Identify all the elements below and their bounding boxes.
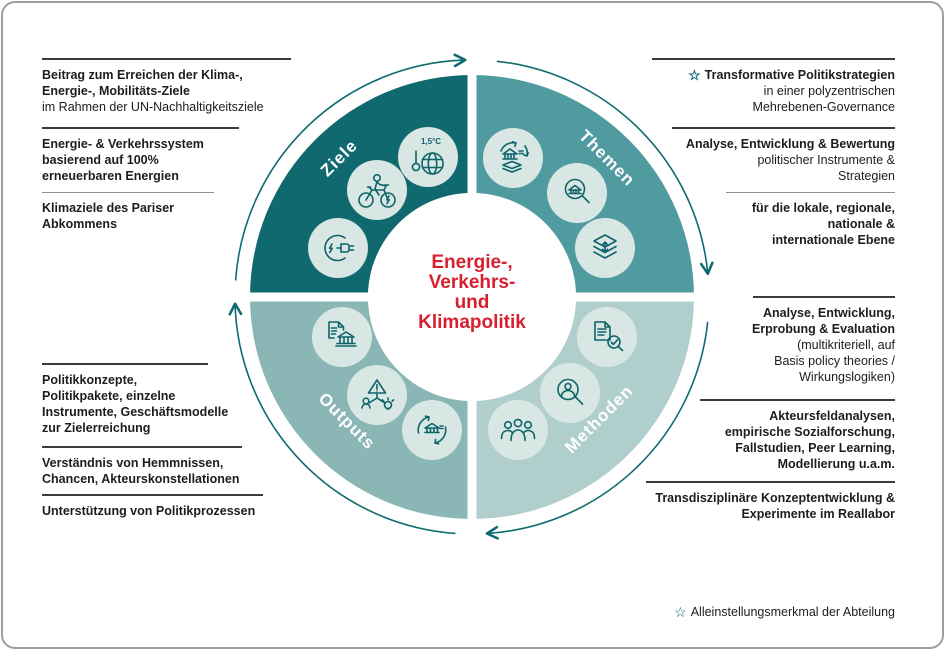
- text-line: Analyse, Entwicklung,: [763, 306, 895, 320]
- separator-line: [42, 363, 208, 365]
- left-block-understanding: Verständnis von Hemmnissen, Chancen, Akt…: [42, 446, 312, 487]
- center-title-line: Verkehrs-: [429, 272, 516, 293]
- text-line: Akteursfeldanalysen,: [769, 409, 895, 423]
- left-block-policy-support: Unterstützung von Politikprozessen: [42, 494, 312, 519]
- cycle-arrow-top-right: [496, 60, 714, 276]
- text-line: Basis policy theories /: [774, 354, 895, 368]
- e-mobility-plug-icon: [308, 218, 368, 278]
- city-transformation-icon: [483, 128, 543, 188]
- separator-line: [42, 446, 242, 448]
- text-line: Beitrag zum Erreichen der Klima-,: [42, 68, 243, 82]
- center-circle: [368, 193, 576, 401]
- building-cycle-icon: [402, 400, 462, 460]
- ring-diagram: Ziele Themen Outputs Methoden 1,5°C: [228, 53, 714, 540]
- text-line: Fallstudien, Peer Learning,: [735, 441, 895, 455]
- text-line: Transdisziplinäre Konzeptentwicklung &: [655, 491, 895, 505]
- text-line: Experimente im Reallabor: [741, 507, 895, 521]
- left-block-policy-concepts: Politikkonzepte, Politikpakete, einzelne…: [42, 363, 312, 436]
- e-bike-icon: [347, 160, 407, 220]
- actor-magnifier-icon: [540, 363, 600, 423]
- center-title-line: Energie-,: [431, 252, 512, 273]
- text-line: Strategien: [838, 169, 895, 183]
- risk-idea-actors-icon: [347, 365, 407, 425]
- separator-line: [753, 296, 895, 298]
- right-block-transformative-strategies: ☆Transformative Politikstrategien in ein…: [615, 58, 895, 115]
- text-line: Analyse, Entwicklung & Bewertung: [685, 137, 895, 151]
- separator-line: [42, 192, 214, 193]
- text-line: basierend auf 100%: [42, 153, 159, 167]
- evaluation-checklist-icon: [577, 307, 637, 367]
- text-line: Instrumente, Geschäftsmodelle: [42, 405, 229, 419]
- separator-line: [700, 399, 895, 401]
- text-line: empirische Sozialforschung,: [724, 425, 895, 439]
- text-line: Abkommens: [42, 217, 118, 231]
- left-block-paris-agreement: Klimaziele des Pariser Abkommens: [42, 192, 312, 232]
- right-block-evaluation: Analyse, Entwicklung, Erprobung & Evalua…: [615, 296, 895, 385]
- right-block-reallabor: Transdisziplinäre Konzeptentwicklung & E…: [615, 481, 895, 522]
- text-line: internationale Ebene: [772, 233, 895, 247]
- text-span: Transformative Politikstrategien: [704, 68, 895, 82]
- text-line: Unterstützung von Politikprozessen: [42, 504, 256, 518]
- cycle-arrow-bottom-left: [228, 302, 456, 535]
- center-title-line: Klimapolitik: [418, 312, 526, 333]
- separator-line: [646, 481, 895, 483]
- text-line: Energie-, Mobilitäts-Ziele: [42, 84, 190, 98]
- separator-line: [672, 127, 895, 129]
- separator-line: [42, 494, 263, 496]
- text-line: Mehrebenen-Governance: [752, 100, 895, 114]
- policy-document-institution-icon: [312, 307, 372, 367]
- center-title-line: und: [455, 292, 490, 313]
- footnote-legend: ☆Alleinstellungsmerkmal der Abteilung: [674, 604, 895, 621]
- text-line: Verständnis von Hemmnissen,: [42, 456, 224, 470]
- text-line: Politikpakete, einzelne: [42, 389, 176, 403]
- text-line: zur Zielerreichung: [42, 421, 151, 435]
- text-line: für die lokale, regionale,: [751, 201, 895, 215]
- separator-line: [42, 58, 291, 60]
- text-line: im Rahmen der UN-Nachhaltigkeitsziele: [42, 100, 264, 114]
- text-line: Klimaziele des Pariser: [42, 201, 175, 215]
- text-line: in einer polyzentrischen: [763, 84, 895, 98]
- text-line: (multikriteriell, auf: [797, 338, 895, 352]
- separator-line: [652, 58, 895, 60]
- text-line: ☆Transformative Politikstrategien: [615, 67, 895, 83]
- left-block-renewables: Energie- & Verkehrssystem basierend auf …: [42, 127, 312, 184]
- separator-line: [726, 192, 895, 193]
- right-block-methods-list: Akteursfeldanalysen, empirische Sozialfo…: [615, 399, 895, 472]
- text-line: erneuerbaren Energien: [42, 169, 179, 183]
- text-line: nationale &: [827, 217, 895, 231]
- building-analysis-magnifier-icon: [547, 163, 607, 223]
- cycle-arrow-top-left: [234, 53, 467, 281]
- text-line: Politikkonzepte,: [42, 373, 138, 387]
- text-line: Chancen, Akteurskonstellationen: [42, 472, 240, 486]
- text-line: Energie- & Verkehrssystem: [42, 137, 204, 151]
- right-block-levels: für die lokale, regionale, nationale & i…: [615, 192, 895, 248]
- text-line: Erprobung & Evaluation: [751, 322, 895, 336]
- star-icon: ☆: [674, 604, 687, 620]
- svg-text:1,5°C: 1,5°C: [421, 137, 441, 146]
- cycle-arrow-bottom-right: [485, 321, 709, 540]
- actors-group-icon: [488, 400, 548, 460]
- footnote-text: Alleinstellungsmerkmal der Abteilung: [690, 605, 895, 619]
- right-block-instruments: Analyse, Entwicklung & Bewertung politis…: [615, 127, 895, 184]
- text-line: Wirkungslogiken): [799, 370, 895, 384]
- text-line: politischer Instrumente &: [757, 153, 895, 167]
- governance-levels-icon: [575, 218, 635, 278]
- star-icon: ☆: [688, 67, 701, 83]
- left-block-un-goals: Beitrag zum Erreichen der Klima-, Energi…: [42, 58, 312, 115]
- globe-1-5-degree-icon: 1,5°C: [398, 127, 458, 187]
- text-line: Modellierung u.a.m.: [777, 457, 895, 471]
- separator-line: [42, 127, 239, 129]
